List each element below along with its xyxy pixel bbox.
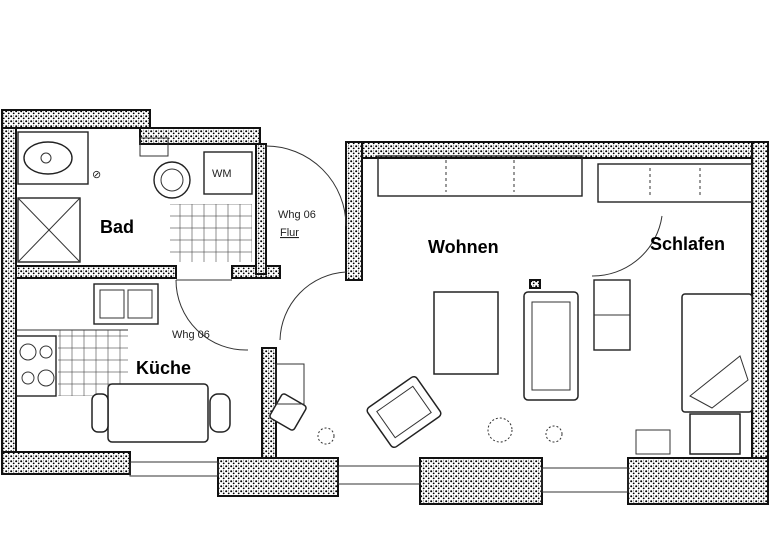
outer-walls <box>1 109 769 505</box>
flur-doors: Whg 06 Flur <box>175 145 347 351</box>
room-labels: Bad Wohnen Schlafen Küche <box>100 217 725 378</box>
interior-walls <box>15 141 541 459</box>
door-label-kueche: Whg 06 <box>172 329 210 341</box>
room-label-wohnen: Wohnen <box>428 237 499 257</box>
svg-text:⊘: ⊘ <box>92 169 101 181</box>
washing-machine-label: WM <box>212 168 232 180</box>
room-label-kueche: Küche <box>136 358 191 378</box>
door-label-flur: Whg 06 <box>278 209 316 221</box>
room-label-schlafen: Schlafen <box>650 234 725 254</box>
room-label-bad: Bad <box>100 217 134 237</box>
flur-label: Flur <box>280 227 299 239</box>
schlafen-fixtures <box>591 163 753 455</box>
kueche-fixtures: Whg 06 <box>15 283 231 443</box>
bad-fixtures: ⊘ WM <box>17 131 253 263</box>
wohnen-fixtures <box>269 155 583 449</box>
